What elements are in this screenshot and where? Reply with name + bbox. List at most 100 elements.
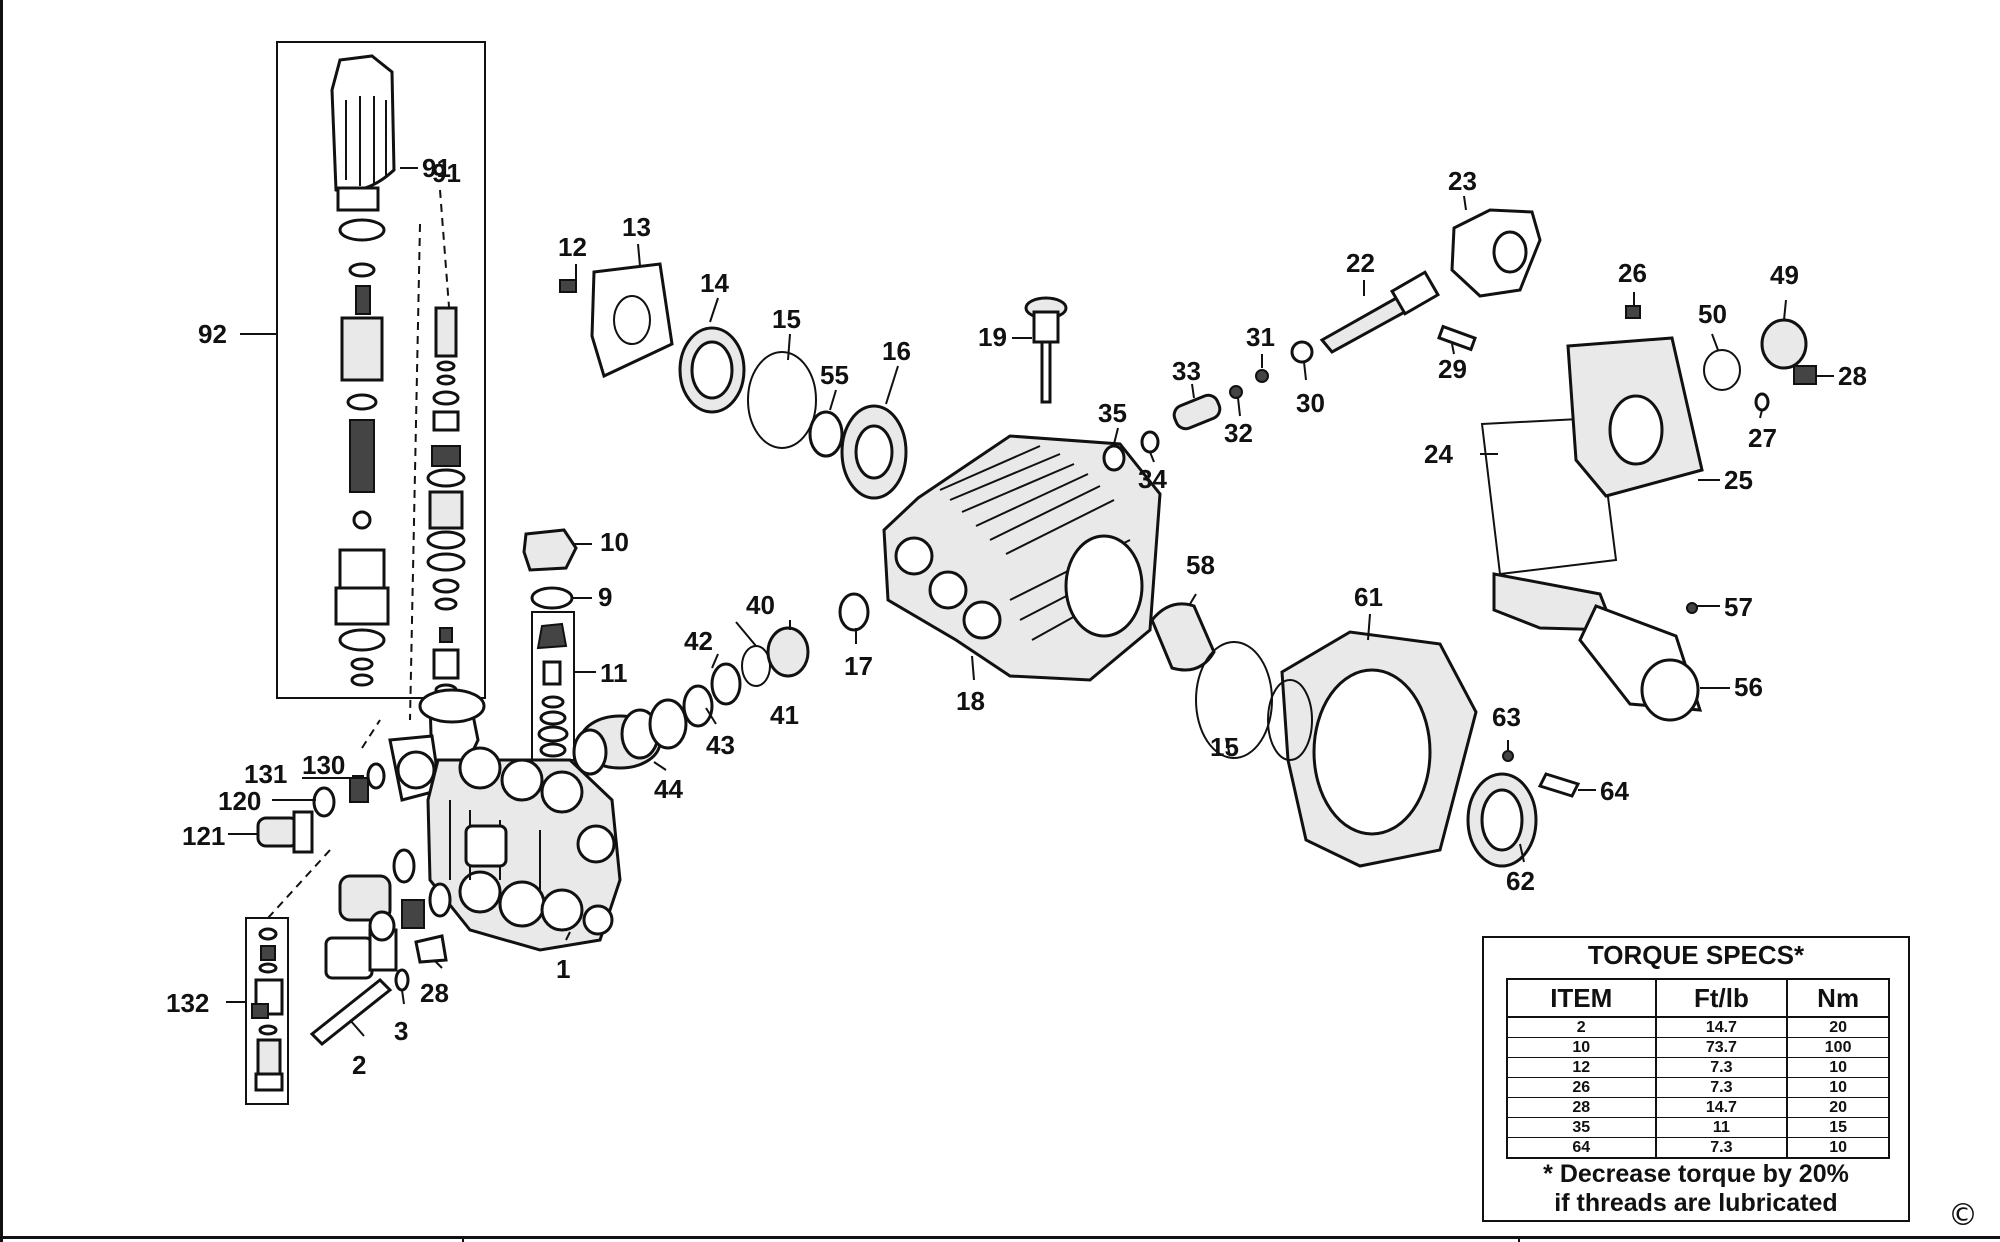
crankshaft-part: [1492, 572, 1617, 632]
label-131: 131: [244, 759, 287, 789]
cell-item: 10: [1506, 1037, 1657, 1058]
header-item: ITEM: [1506, 978, 1657, 1018]
dipstick-group: [1024, 296, 1068, 404]
cell-ftlb: 14.7: [1654, 1097, 1789, 1118]
inlet-fittings-group: [256, 719, 386, 854]
crankshaft-group: [1492, 572, 1703, 722]
label-28-right: 28: [1838, 361, 1867, 391]
oring-50-part: [1703, 349, 1741, 391]
label-3: 3: [394, 1016, 408, 1046]
oring-15-part: [747, 351, 817, 449]
table-row: 64 7.3 10: [1506, 1137, 1890, 1159]
label-16: 16: [882, 336, 911, 366]
table-row: 35 11 15: [1506, 1117, 1890, 1138]
label-120: 120: [218, 786, 261, 816]
header-nm: Nm: [1786, 978, 1890, 1018]
label-132: 132: [166, 988, 209, 1018]
manifold-plugs-group: [309, 824, 508, 1047]
valve-assembly-132-frame: [245, 917, 289, 1105]
piston-seal-group: [572, 592, 870, 776]
cover-plate-part: [590, 262, 674, 379]
knob-nut-part: [336, 186, 380, 212]
label-33: 33: [1172, 356, 1201, 386]
label-44: 44: [654, 774, 683, 804]
bearing-housing-group: [1150, 602, 1581, 868]
cell-ftlb: 7.3: [1654, 1057, 1789, 1078]
label-57: 57: [1724, 592, 1753, 622]
label-121: 121: [182, 821, 225, 851]
pump-manifold-group: [388, 688, 622, 952]
connecting-rod-group: [1290, 208, 1542, 364]
label-64: 64: [1600, 776, 1629, 806]
label-17: 17: [844, 651, 873, 681]
plug-part: [338, 874, 392, 922]
label-28-left: 28: [420, 978, 449, 1008]
label-22: 22: [1346, 248, 1375, 278]
unloader-knob-part: [330, 54, 396, 193]
label-19: 19: [978, 322, 1007, 352]
label-92: 92: [198, 319, 227, 349]
unloader-spring-part: [349, 419, 375, 493]
header-ftlb: Ft/lb: [1654, 978, 1789, 1018]
label-29: 29: [1438, 354, 1467, 384]
callout-labels: 91 92 10 9 11 12 13 14 15 55 16 17 18 19…: [166, 153, 1867, 1080]
label-130: 130: [302, 750, 345, 780]
label-35: 35: [1098, 398, 1127, 428]
cell-nm: 20: [1786, 1097, 1890, 1118]
oring-part: [338, 218, 386, 242]
cell-ftlb: 11: [1654, 1117, 1789, 1138]
frame-bottom-rule: [0, 1236, 2000, 1239]
label-18: 18: [956, 686, 985, 716]
oring-15b-part: [1195, 641, 1273, 759]
torque-note-line-1: * Decrease torque by 20%: [1543, 1160, 1849, 1188]
cell-ftlb: 14.7: [1654, 1016, 1789, 1038]
label-10: 10: [600, 527, 629, 557]
label-24: 24: [1424, 439, 1453, 469]
table-row: 2 14.7 20: [1506, 1016, 1890, 1038]
wrist-pin-part: [1172, 393, 1222, 431]
cell-nm: 15: [1786, 1117, 1890, 1138]
cell-nm: 10: [1786, 1137, 1890, 1159]
label-14: 14: [700, 268, 729, 298]
label-12: 12: [558, 232, 587, 262]
torque-specs-table: TORQUE SPECS* ITEM Ft/lb Nm 2 14.7 20 10…: [1482, 936, 1910, 1222]
torque-specs-title: TORQUE SPECS*: [1587, 940, 1805, 970]
label-91: 91: [422, 153, 451, 183]
gasket-part: [1480, 416, 1618, 576]
label-62: 62: [1506, 866, 1535, 896]
label-23: 23: [1448, 166, 1477, 196]
cell-item: 28: [1506, 1097, 1657, 1118]
cell-ftlb: 73.7: [1654, 1037, 1789, 1058]
label-26: 26: [1618, 258, 1647, 288]
unloader-seat-part: [338, 548, 386, 592]
label-50: 50: [1698, 299, 1727, 329]
torque-note-line-2: if threads are lubricated: [1554, 1189, 1838, 1217]
frame-tick: [1518, 1236, 1520, 1242]
label-1: 1: [556, 954, 570, 984]
screw-64-part: [1537, 772, 1581, 798]
label-91-secondary: 91: [432, 158, 461, 188]
label-49: 49: [1770, 260, 1799, 290]
cell-item: 2: [1506, 1016, 1657, 1038]
inlet-fitting-part: [256, 816, 300, 848]
connecting-rod-pins-group: [1102, 369, 1269, 472]
seal-part: [766, 626, 810, 678]
cell-item: 26: [1506, 1077, 1657, 1098]
bolt-part: [309, 977, 393, 1047]
cell-nm: 100: [1786, 1037, 1890, 1058]
label-27: 27: [1748, 423, 1777, 453]
table-row: 12 7.3 10: [1506, 1057, 1890, 1078]
label-2: 2: [352, 1050, 366, 1080]
label-43: 43: [706, 730, 735, 760]
torque-specs-grid: ITEM Ft/lb Nm 2 14.7 20 10 73.7 100 12 7…: [1506, 978, 1890, 1159]
label-25: 25: [1724, 465, 1753, 495]
table-row: 10 73.7 100: [1506, 1037, 1890, 1058]
torque-note: * Decrease torque by 20% if threads are …: [1484, 1160, 1908, 1218]
label-30: 30: [1296, 388, 1325, 418]
crankcase-front-group: [559, 262, 908, 500]
valve-assembly-132-group: [245, 849, 331, 1105]
unloader-assembly-group: [276, 41, 486, 721]
unloader-piston-part: [340, 316, 384, 382]
label-55: 55: [820, 360, 849, 390]
